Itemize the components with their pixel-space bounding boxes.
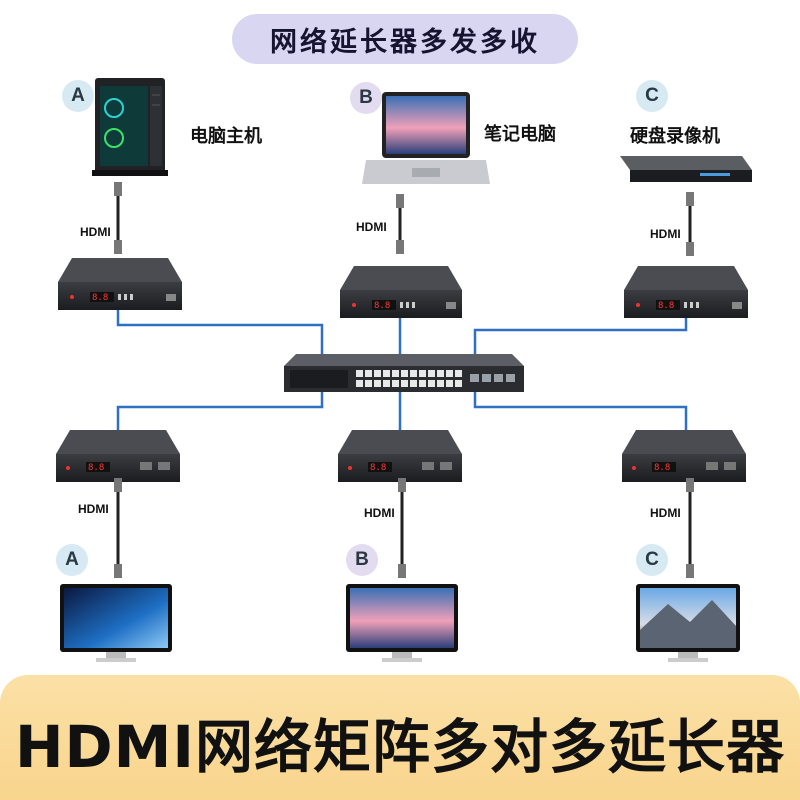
line-switch-to-rx-c bbox=[473, 390, 688, 430]
diagram-title: 网络延长器多发多收 bbox=[232, 14, 578, 64]
hdmi-cables-top bbox=[114, 182, 694, 256]
laptop-icon bbox=[362, 92, 490, 184]
footer-title: HDMI网络矩阵多对多延长器 bbox=[15, 713, 785, 781]
monitor-b bbox=[346, 584, 458, 662]
transmitter-c: 8.8 bbox=[624, 266, 748, 318]
svg-text:8.8: 8.8 bbox=[658, 301, 674, 311]
svg-text:8.8: 8.8 bbox=[370, 463, 386, 473]
receiver-b: 8.8 bbox=[338, 430, 462, 482]
receiver-a: 8.8 bbox=[56, 430, 180, 482]
line-a-to-switch bbox=[116, 308, 324, 356]
monitor-a bbox=[60, 584, 172, 662]
badge-display-b: B bbox=[346, 544, 378, 576]
hdmi-label-top-b: HDMI bbox=[356, 220, 387, 234]
svg-text:8.8: 8.8 bbox=[92, 293, 108, 303]
badge-display-c: C bbox=[636, 544, 668, 576]
label-source-b: 笔记电脑 bbox=[484, 124, 556, 145]
badge-source-a: A bbox=[62, 80, 94, 112]
network-switch-icon bbox=[284, 354, 524, 392]
line-c-to-switch bbox=[473, 318, 688, 356]
svg-text:8.8: 8.8 bbox=[88, 463, 104, 473]
transmitter-b: 8.8 bbox=[340, 266, 462, 318]
badge-source-b: B bbox=[350, 82, 382, 114]
desktop-pc-icon bbox=[92, 78, 168, 176]
badge-source-c: C bbox=[636, 80, 668, 112]
transmitter-a: 8.8 bbox=[58, 258, 182, 310]
dvr-recorder-icon bbox=[620, 156, 752, 182]
hdmi-label-top-c: HDMI bbox=[650, 227, 681, 241]
svg-text:8.8: 8.8 bbox=[654, 463, 670, 473]
receiver-c: 8.8 bbox=[622, 430, 746, 482]
footer-band bbox=[0, 675, 800, 800]
hdmi-label-bottom-a: HDMI bbox=[78, 502, 109, 516]
monitor-c bbox=[636, 584, 740, 662]
label-source-a: 电脑主机 bbox=[190, 126, 262, 147]
hdmi-label-top-a: HDMI bbox=[80, 225, 111, 239]
badge-display-a: A bbox=[56, 544, 88, 576]
line-switch-to-rx-a bbox=[116, 390, 324, 430]
hdmi-cables-bottom bbox=[114, 478, 694, 578]
hdmi-label-bottom-b: HDMI bbox=[364, 506, 395, 520]
hdmi-label-bottom-c: HDMI bbox=[650, 506, 681, 520]
svg-text:8.8: 8.8 bbox=[374, 301, 390, 311]
label-source-c: 硬盘录像机 bbox=[630, 126, 720, 147]
network-lines bbox=[116, 308, 688, 430]
